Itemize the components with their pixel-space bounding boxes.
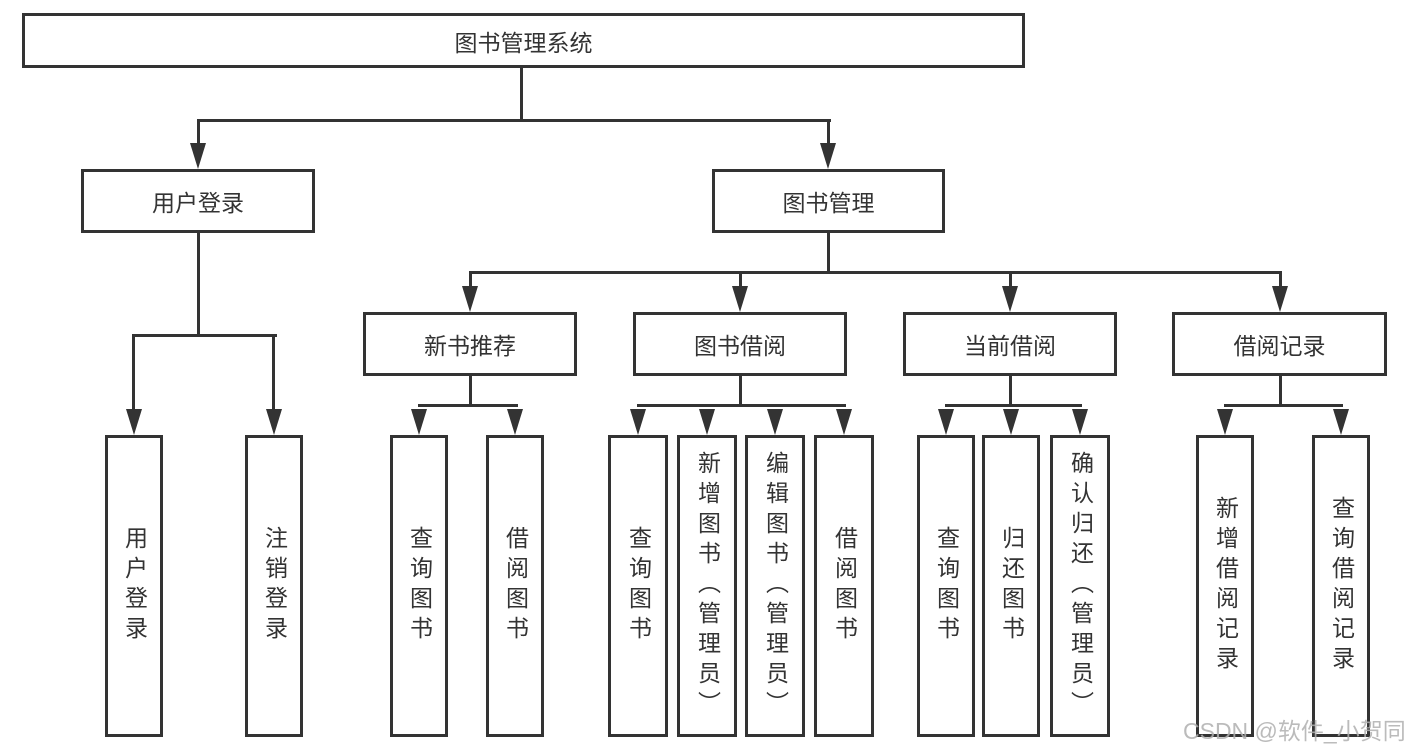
arrow-down-icon bbox=[1002, 286, 1018, 312]
arrow-down-icon bbox=[699, 409, 715, 435]
connector-line bbox=[197, 121, 200, 147]
node-current-borrowing: 当前借阅 bbox=[903, 312, 1117, 376]
arrow-down-icon bbox=[1003, 409, 1019, 435]
connector-line bbox=[945, 404, 1082, 407]
node-label: 归还图书 bbox=[998, 526, 1025, 646]
connector-line bbox=[418, 404, 518, 407]
node-label: 新书推荐 bbox=[424, 333, 516, 359]
leaf-query-borrow-record: 查询借阅记录 bbox=[1312, 435, 1370, 737]
connector-line bbox=[1279, 273, 1282, 288]
connector-line bbox=[827, 233, 830, 273]
node-label: 查询图书 bbox=[933, 526, 960, 646]
node-label: 图书借阅 bbox=[694, 333, 786, 359]
connector-line bbox=[197, 231, 200, 337]
connector-line bbox=[637, 404, 846, 407]
connector-line bbox=[739, 273, 742, 288]
node-label: 图书管理 bbox=[782, 190, 875, 216]
node-label: 当前借阅 bbox=[964, 333, 1056, 359]
node-label: 新增图书（管理员） bbox=[694, 451, 721, 721]
node-library-management-system: 图书管理系统 bbox=[22, 13, 1025, 68]
node-label: 借阅图书 bbox=[831, 526, 858, 646]
arrow-down-icon bbox=[767, 409, 783, 435]
connector-line bbox=[827, 121, 830, 147]
arrow-down-icon bbox=[266, 409, 282, 435]
arrow-down-icon bbox=[732, 286, 748, 312]
arrow-down-icon bbox=[836, 409, 852, 435]
connector-line bbox=[197, 119, 831, 122]
leaf-add-books-admin: 新增图书（管理员） bbox=[677, 435, 737, 737]
connector-line bbox=[469, 373, 472, 406]
node-book-borrowing: 图书借阅 bbox=[633, 312, 847, 376]
leaf-query-books-borrowing: 查询图书 bbox=[608, 435, 668, 737]
leaf-confirm-return-admin: 确认归还（管理员） bbox=[1050, 435, 1110, 737]
leaf-edit-books-admin: 编辑图书（管理员） bbox=[745, 435, 805, 737]
connector-line bbox=[132, 334, 135, 414]
arrow-down-icon bbox=[411, 409, 427, 435]
leaf-user-login: 用户登录 bbox=[105, 435, 163, 737]
node-book-management: 图书管理 bbox=[712, 169, 945, 233]
leaf-query-books-recommend: 查询图书 bbox=[390, 435, 448, 737]
connector-line bbox=[469, 273, 472, 288]
connector-line bbox=[1009, 373, 1012, 406]
leaf-add-borrow-record: 新增借阅记录 bbox=[1196, 435, 1254, 737]
connector-line bbox=[132, 334, 277, 337]
watermark: CSDN @软件_小贺同学 bbox=[1183, 718, 1405, 744]
leaf-return-books: 归还图书 bbox=[982, 435, 1040, 737]
node-label: 用户登录 bbox=[121, 526, 148, 646]
node-label: 用户登录 bbox=[152, 190, 244, 216]
connector-line bbox=[1224, 404, 1343, 407]
leaf-logout: 注销登录 bbox=[245, 435, 303, 737]
connector-line bbox=[1009, 273, 1012, 288]
connector-line bbox=[520, 66, 523, 122]
node-new-book-recommendation: 新书推荐 bbox=[363, 312, 577, 376]
arrow-down-icon bbox=[938, 409, 954, 435]
node-label: 注销登录 bbox=[261, 526, 288, 646]
arrow-down-icon bbox=[1217, 409, 1233, 435]
node-label: 借阅记录 bbox=[1233, 333, 1326, 359]
arrow-down-icon bbox=[190, 143, 206, 169]
arrow-down-icon bbox=[1272, 286, 1288, 312]
arrow-down-icon bbox=[1072, 409, 1088, 435]
node-label: 确认归还（管理员） bbox=[1067, 451, 1094, 721]
leaf-borrow-books-recommend: 借阅图书 bbox=[486, 435, 544, 737]
connector-line bbox=[469, 271, 1282, 274]
leaf-borrow-books-borrowing: 借阅图书 bbox=[814, 435, 874, 737]
node-label: 查询图书 bbox=[406, 526, 433, 646]
node-label: 借阅图书 bbox=[502, 526, 529, 646]
arrow-down-icon bbox=[630, 409, 646, 435]
connector-line bbox=[272, 334, 275, 414]
arrow-down-icon bbox=[462, 286, 478, 312]
node-label: 查询借阅记录 bbox=[1328, 496, 1355, 676]
node-borrowing-records: 借阅记录 bbox=[1172, 312, 1387, 376]
connector-line bbox=[739, 373, 742, 406]
node-label: 图书管理系统 bbox=[454, 29, 593, 56]
arrow-down-icon bbox=[1333, 409, 1349, 435]
leaf-query-books-current: 查询图书 bbox=[917, 435, 975, 737]
node-label: 新增借阅记录 bbox=[1212, 496, 1239, 676]
arrow-down-icon bbox=[126, 409, 142, 435]
connector-line bbox=[1279, 373, 1282, 406]
node-user-login: 用户登录 bbox=[81, 169, 315, 233]
arrow-down-icon bbox=[507, 409, 523, 435]
node-label: 查询图书 bbox=[625, 526, 652, 646]
arrow-down-icon bbox=[820, 143, 836, 169]
node-label: 编辑图书（管理员） bbox=[762, 451, 789, 721]
